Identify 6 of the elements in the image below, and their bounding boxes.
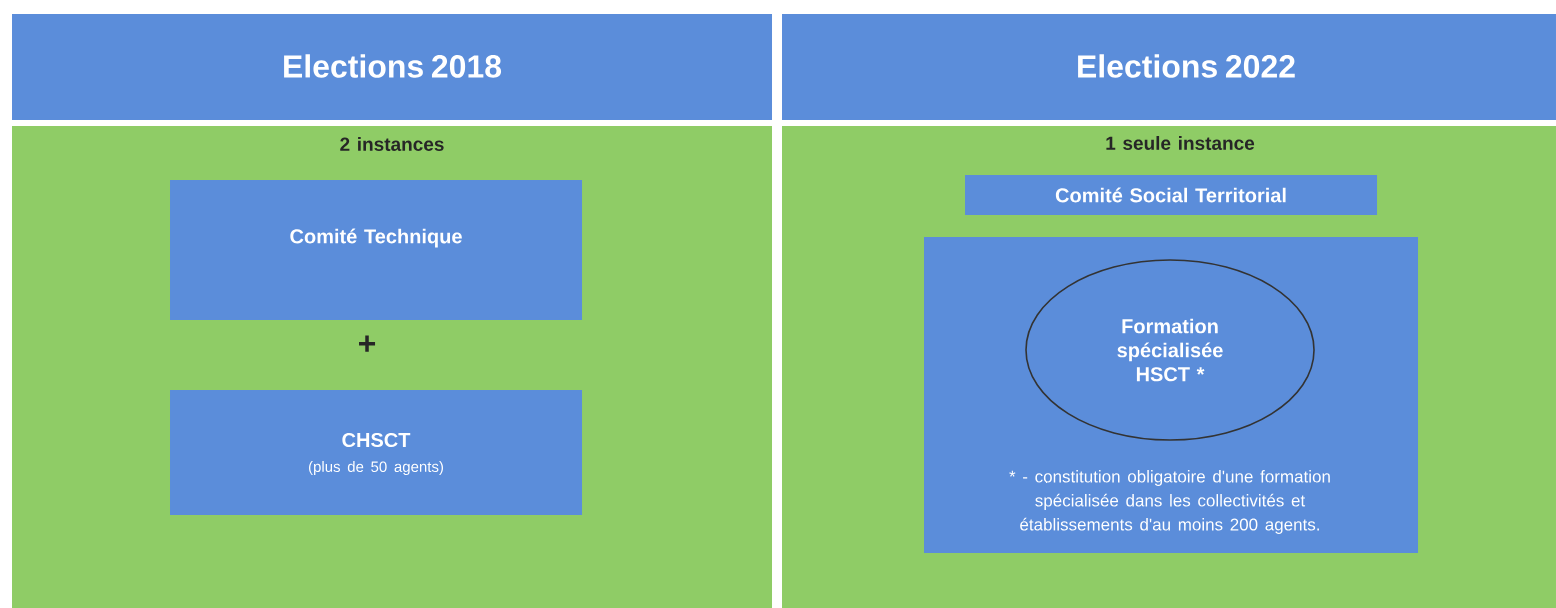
process-box: CHSCT (plus de 50 agents) [170, 390, 582, 515]
process-box: Comité Technique [170, 180, 582, 320]
process-box: Comité Social Territorial [965, 175, 1377, 215]
header-band: Elections 2018 [12, 14, 772, 120]
plus-sign: + [359, 335, 376, 352]
header-band: Elections 2022 [782, 14, 1556, 120]
